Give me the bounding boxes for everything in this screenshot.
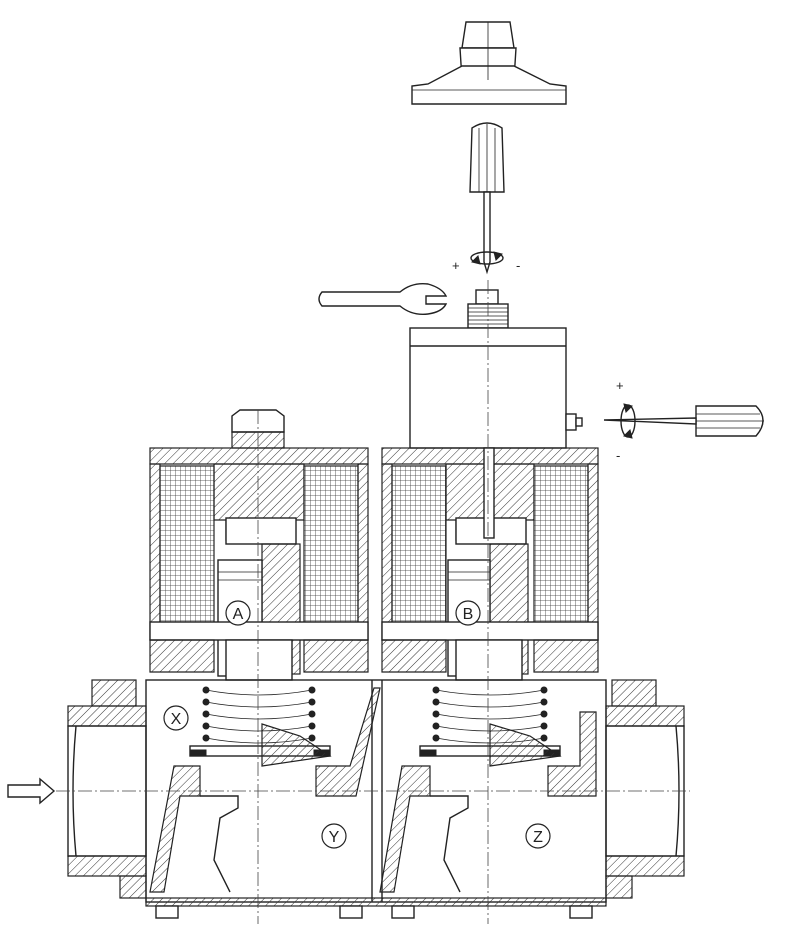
screwdriver-horizontal: [603, 405, 764, 437]
flow-arrow: [7, 777, 56, 805]
svg-text:B: B: [463, 606, 474, 623]
label-b: B: [455, 600, 481, 626]
outlet-flange: [605, 679, 685, 899]
side-plus-sign: +: [616, 378, 624, 393]
rotation-arrows-top: + -: [452, 251, 520, 273]
label-x: X: [163, 705, 189, 731]
solenoid-b: [381, 447, 599, 681]
top-minus-sign: -: [516, 258, 520, 273]
svg-text:Y: Y: [329, 829, 340, 846]
svg-text:A: A: [233, 606, 244, 623]
center-lines: [56, 280, 690, 924]
label-a: A: [225, 600, 251, 626]
inlet-flange: [67, 679, 147, 899]
svg-text:X: X: [171, 711, 182, 728]
adjustment-cap: [411, 21, 567, 105]
solenoid-a: [149, 409, 369, 681]
svg-text:Z: Z: [533, 829, 543, 846]
regulator-housing: [409, 327, 583, 449]
label-y: Y: [321, 823, 347, 849]
wrench: [318, 282, 448, 316]
valve-body: [145, 679, 607, 919]
spring-left: [189, 686, 332, 767]
screwdriver-vertical: [469, 122, 505, 275]
rotation-arrows-side: + -: [616, 378, 636, 463]
label-z: Z: [525, 823, 551, 849]
spring-right: [419, 686, 562, 767]
side-minus-sign: -: [616, 448, 620, 463]
top-plus-sign: +: [452, 258, 460, 273]
